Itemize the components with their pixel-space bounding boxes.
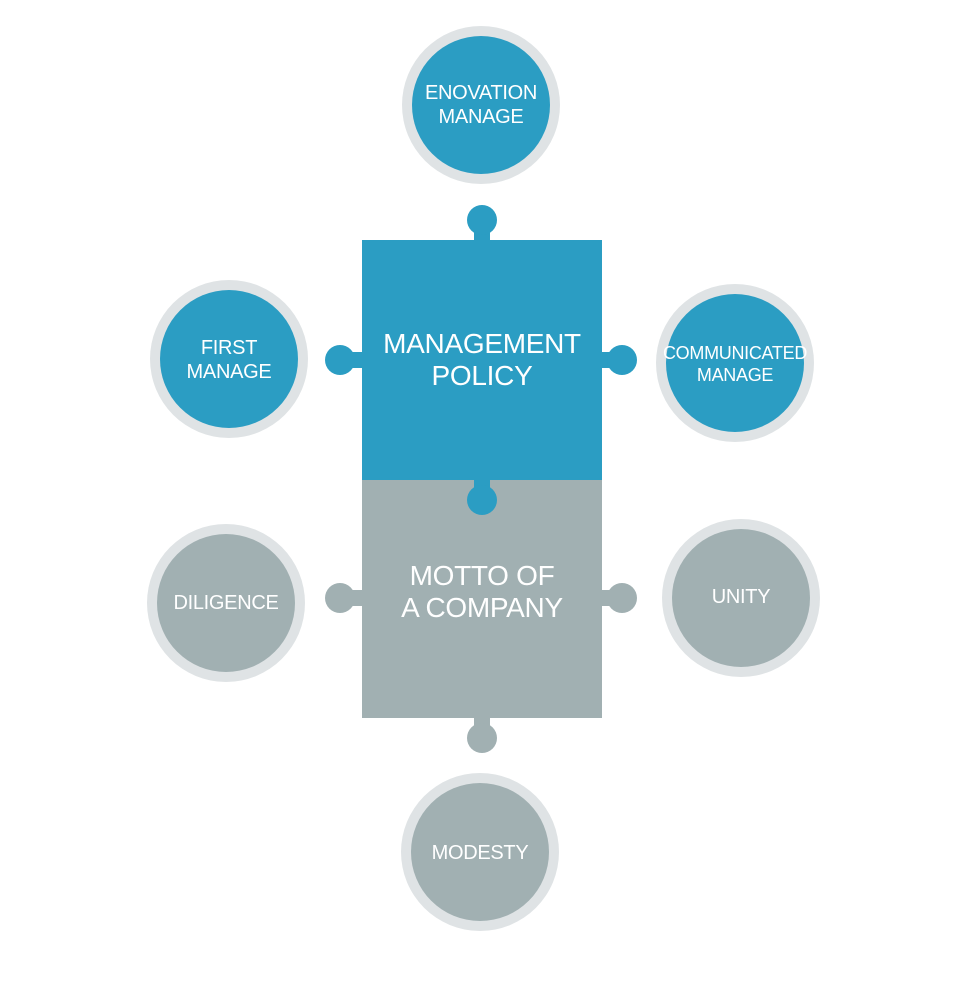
- circle-enovation-manage: [402, 26, 560, 184]
- motto-title: MOTTO OF A COMPANY: [362, 552, 602, 632]
- management-policy-block: [325, 205, 637, 515]
- unity-label: UNITY: [711, 586, 771, 608]
- management-policy-title-line2: POLICY: [431, 360, 533, 391]
- circle-unity: [662, 519, 820, 677]
- first-manage-label: FIRST MANAGE: [186, 337, 272, 383]
- communicated-manage-label: COMMUNICATED MANAGE: [662, 343, 808, 385]
- enovation-manage-label: ENOVATION MANAGE: [424, 82, 538, 128]
- modesty-label: MODESTY: [431, 842, 529, 864]
- circle-communicated-manage: [656, 284, 814, 442]
- management-policy-title-line1: MANAGEMENT: [383, 327, 581, 359]
- circle-modesty: [401, 773, 559, 931]
- circle-diligence: [147, 524, 305, 682]
- policy-bottom-tab: [467, 476, 497, 515]
- motto-block: [325, 480, 637, 753]
- management-policy-title: MANAGEMENT POLICY: [362, 320, 602, 400]
- circle-first-manage: [150, 280, 308, 438]
- motto-title-line1: MOTTO OF: [409, 559, 555, 591]
- motto-title-line2: A COMPANY: [401, 592, 563, 623]
- diligence-label: DILIGENCE: [173, 592, 279, 614]
